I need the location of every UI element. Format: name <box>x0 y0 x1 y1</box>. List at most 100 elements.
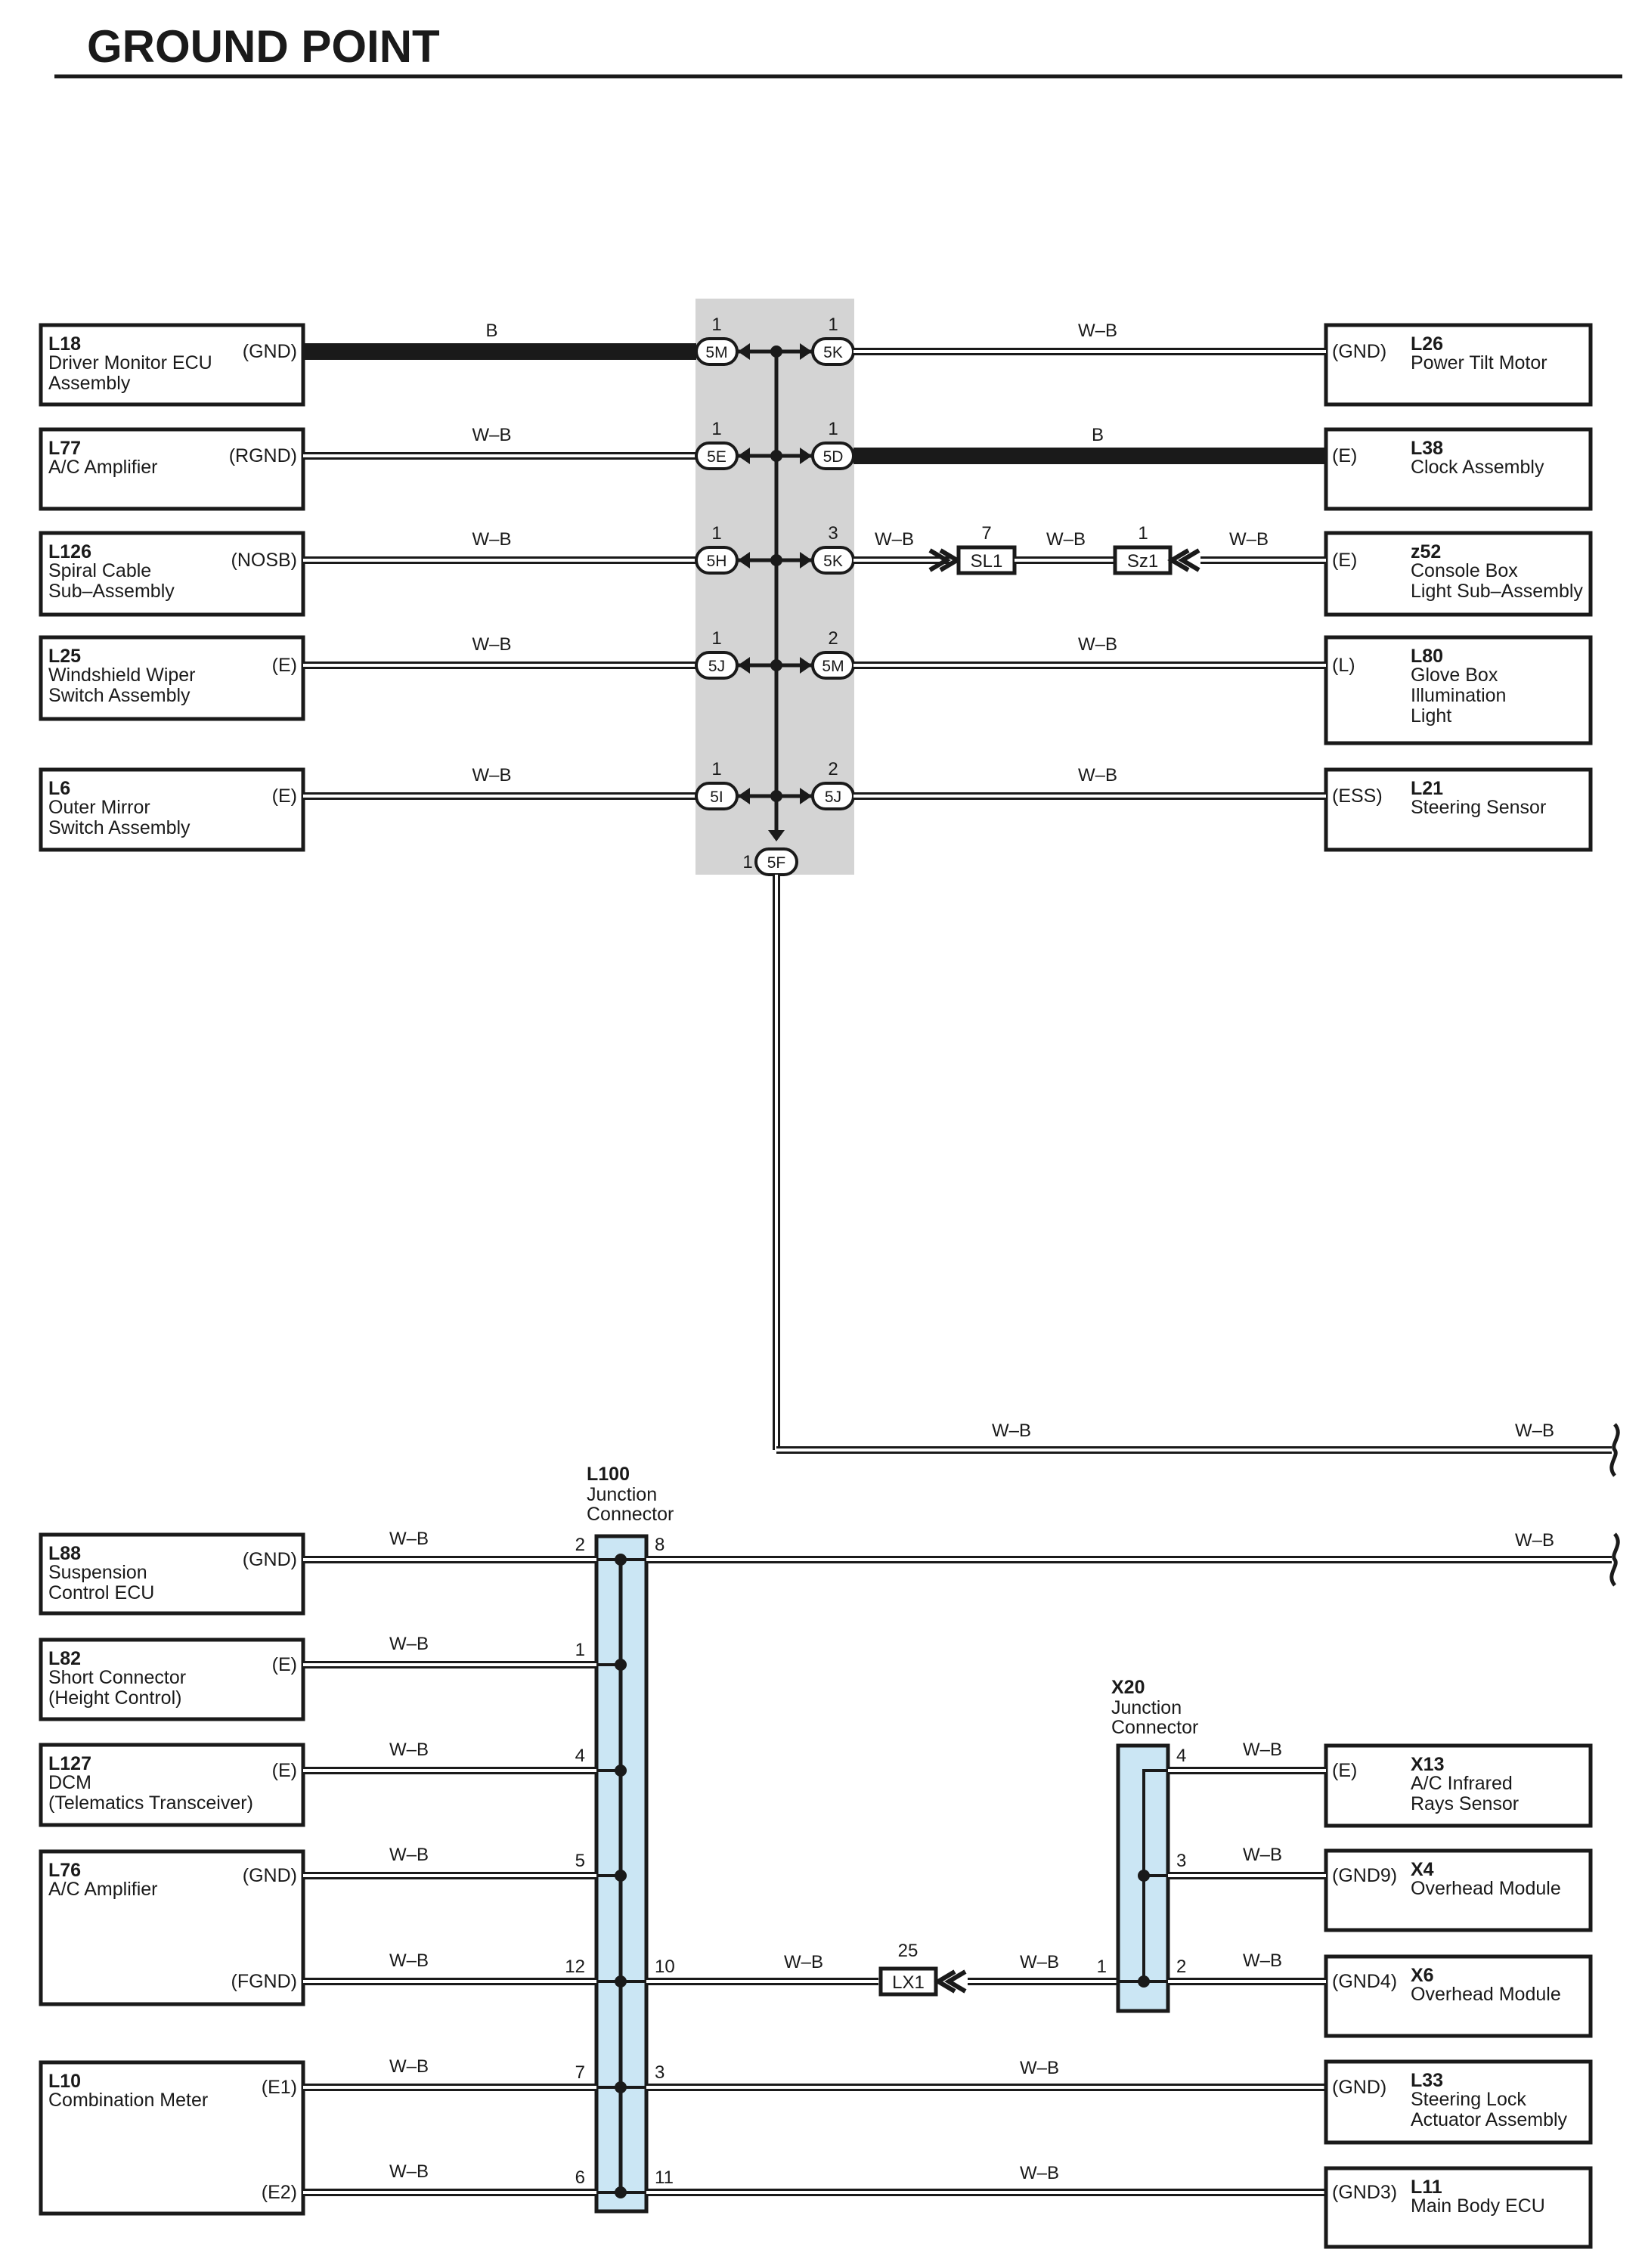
x20-dot-1 <box>1138 1975 1150 1988</box>
device-x6[interactable] <box>1324 1954 1593 2038</box>
device-l77-name-0: A/C Amplifier <box>48 457 157 478</box>
device-x6-code: X6 <box>1411 1965 1434 1986</box>
l100-pin11: 11 <box>655 2167 674 2188</box>
device-l76[interactable] <box>39 1849 305 2006</box>
connector-5k-right-2-label: 5K <box>823 553 843 570</box>
pin-5f: 1 <box>742 852 752 872</box>
device-l77[interactable] <box>39 427 305 511</box>
device-l38-bus-arrow <box>800 448 812 464</box>
device-l127-code: L127 <box>48 1753 91 1774</box>
device-l33[interactable] <box>1324 2059 1593 2145</box>
device-z52-code: z52 <box>1411 541 1441 562</box>
device-l82-terminal-0: (E) <box>272 1654 297 1675</box>
connector-5h-left-2-label: 5H <box>707 553 727 570</box>
device-l127-name-1: (Telematics Transceiver) <box>48 1792 253 1814</box>
x20-name-1: Connector <box>1111 1717 1198 1738</box>
connector-5j-left-3-label: 5J <box>708 658 725 675</box>
inline-wire-b-label: W–B <box>1046 529 1086 550</box>
device-l82[interactable] <box>39 1637 305 1721</box>
device-x4[interactable] <box>1324 1848 1593 1932</box>
device-l25-name-1: Switch Assembly <box>48 685 191 706</box>
device-l127-l100-dot-0 <box>615 1765 627 1777</box>
device-l38-code: L38 <box>1411 438 1443 459</box>
device-l10-wire-label-0: W–B <box>389 2056 429 2077</box>
device-l26-name-0: Power Tilt Motor <box>1411 352 1547 373</box>
device-l127[interactable] <box>39 1743 305 1827</box>
device-l6-code: L6 <box>48 778 70 799</box>
connector-5j-right-4-label: 5J <box>825 789 841 806</box>
device-x4-x20-pin: 3 <box>1176 1851 1186 1871</box>
device-l21[interactable] <box>1324 767 1593 852</box>
device-l25-wire-label: W–B <box>472 634 511 655</box>
device-l18-name-0: Driver Monitor ECU <box>48 352 212 373</box>
device-l21-code: L21 <box>1411 778 1443 799</box>
device-l126-wire-label: W–B <box>472 529 511 550</box>
device-l25[interactable] <box>39 635 305 721</box>
device-l11[interactable] <box>1324 2166 1593 2249</box>
device-l26[interactable] <box>1324 323 1593 407</box>
device-l25-code: L25 <box>48 646 81 667</box>
device-z52-name-0: Console Box <box>1411 560 1518 581</box>
connector-lx1[interactable] <box>878 1966 938 1997</box>
x20-pin1: 1 <box>1097 1957 1107 1977</box>
device-z52[interactable] <box>1324 531 1593 617</box>
device-l6-name-1: Switch Assembly <box>48 817 191 838</box>
device-l82-name-1: (Height Control) <box>48 1687 181 1709</box>
trunk-wire-label-left: W–B <box>992 1421 1031 1441</box>
x20-bus <box>1142 1769 1168 1981</box>
device-l80[interactable] <box>1324 635 1593 745</box>
pin-5m-left-0: 1 <box>711 314 721 335</box>
device-l80-wire-label: W–B <box>1078 634 1117 655</box>
device-l38[interactable] <box>1324 427 1593 511</box>
device-z52-name-1: Light Sub–Assembly <box>1411 581 1583 602</box>
connector-sz1-label: Sz1 <box>1127 551 1158 572</box>
device-l88-l100-pin-0: 2 <box>575 1535 585 1555</box>
device-l10-l100-pin-0: 7 <box>575 2062 585 2083</box>
device-l18-wire-label: B <box>485 321 497 341</box>
device-l33-name-0: Steering Lock <box>1411 2089 1526 2110</box>
connector-5i-left-4-label: 5I <box>710 789 723 806</box>
device-l76-wire-label-0: W–B <box>389 1845 429 1865</box>
device-l77-terminal-0: (RGND) <box>229 445 297 466</box>
device-l6-name-0: Outer Mirror <box>48 797 150 818</box>
device-x13-terminal-0: (E) <box>1332 1760 1357 1781</box>
pin-5k-right-2: 3 <box>828 523 838 544</box>
l100-pin8-wire-label: W–B <box>1515 1530 1554 1551</box>
device-l80-code: L80 <box>1411 646 1443 667</box>
device-l10[interactable] <box>39 2060 305 2216</box>
pin-5m-right-3: 2 <box>828 628 838 649</box>
device-l80-bus-arrow <box>800 657 812 674</box>
device-x13-name-0: A/C Infrared <box>1411 1773 1513 1794</box>
lx1-chevron <box>934 1969 967 1994</box>
device-l26-bus-arrow <box>800 343 812 360</box>
l100-name-0: Junction <box>587 1484 657 1505</box>
device-l126[interactable] <box>39 531 305 617</box>
device-l10-terminal-0: (E1) <box>262 2077 297 2098</box>
device-l11-terminal-0: (GND3) <box>1332 2182 1397 2203</box>
device-x6-name-0: Overhead Module <box>1411 1984 1561 2005</box>
pin-5k-right-0: 1 <box>828 314 838 335</box>
device-l88[interactable] <box>39 1532 305 1616</box>
device-l25-bus-arrow <box>738 657 750 674</box>
x20-dot-3 <box>1138 1870 1150 1882</box>
pin-5e-left-1: 1 <box>711 419 721 439</box>
device-l88-name-1: Control ECU <box>48 1582 154 1603</box>
connector-sl1[interactable] <box>956 545 1017 575</box>
device-l33-name-1: Actuator Assembly <box>1411 2109 1568 2130</box>
l100-name-1: Connector <box>587 1504 674 1525</box>
x20-code: X20 <box>1111 1677 1145 1698</box>
device-l18[interactable] <box>39 323 305 407</box>
inline-wire-a-label: W–B <box>875 529 914 550</box>
device-l26-terminal-0: (GND) <box>1332 341 1386 362</box>
x20-name-0: Junction <box>1111 1697 1182 1718</box>
device-x13[interactable] <box>1324 1743 1593 1828</box>
device-x6-wire-label: W–B <box>1243 1950 1282 1971</box>
device-l82-code: L82 <box>48 1648 81 1669</box>
device-l18-name-1: Assembly <box>48 373 131 394</box>
device-l80-name-1: Illumination <box>1411 685 1506 706</box>
device-l76-l100-dot-0 <box>615 1870 627 1882</box>
device-l6[interactable] <box>39 767 305 852</box>
device-l26-wire-label: W–B <box>1078 321 1117 341</box>
device-x13-x20-pin: 4 <box>1176 1746 1186 1766</box>
